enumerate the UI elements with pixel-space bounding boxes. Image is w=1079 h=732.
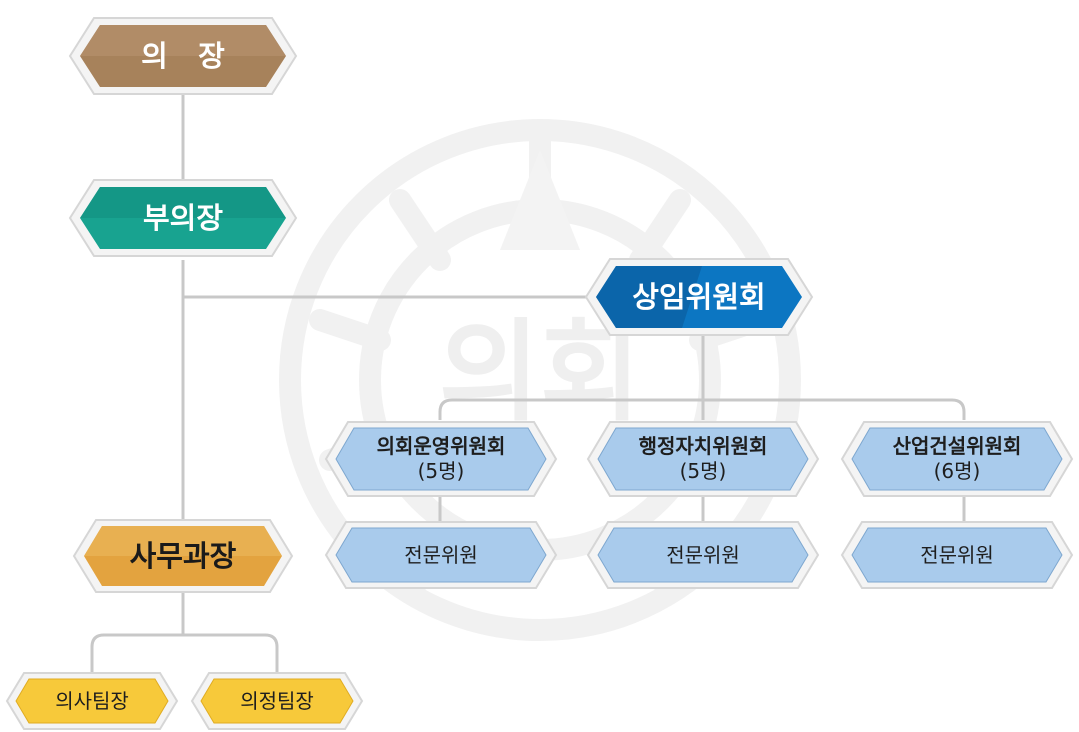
expert-label-1: 전문위원 bbox=[404, 542, 478, 567]
committee-node-2[interactable]: 행정자치위원회 (5명) bbox=[584, 418, 822, 500]
committee-count-2: (5명) bbox=[679, 459, 727, 483]
hexagon-shape bbox=[324, 421, 558, 497]
hexagon-shape bbox=[840, 521, 1074, 589]
expert-node-1[interactable]: 전문위원 bbox=[322, 518, 560, 592]
expert-node-3[interactable]: 전문위원 bbox=[838, 518, 1076, 592]
team-label-2: 의정팀장 bbox=[240, 688, 314, 713]
committee-name-1: 의회운영위원회 bbox=[376, 434, 506, 458]
team-label-1: 의사팀장 bbox=[55, 688, 129, 713]
hexagon-shape bbox=[586, 521, 820, 589]
team-node-1[interactable]: 의사팀장 bbox=[4, 670, 180, 732]
committee-node-1[interactable]: 의회운영위원회 (5명) bbox=[322, 418, 560, 500]
committee-label-3: 산업건설위원회 (6명) bbox=[893, 434, 1022, 484]
committee-count-1: (5명) bbox=[417, 459, 465, 483]
standing-committee-label: 상임위원회 bbox=[632, 279, 766, 314]
hexagon-shape bbox=[584, 258, 814, 336]
committee-label-1: 의회운영위원회 (5명) bbox=[377, 434, 506, 484]
hexagon-shape bbox=[324, 521, 558, 589]
committee-count-3: (6명) bbox=[933, 459, 981, 483]
hexagon-shape bbox=[586, 421, 820, 497]
hexagon-shape bbox=[5, 672, 179, 730]
hexagon-shape bbox=[72, 519, 294, 593]
expert-label-3: 전문위원 bbox=[920, 542, 994, 567]
team-node-2[interactable]: 의정팀장 bbox=[189, 670, 365, 732]
expert-node-2[interactable]: 전문위원 bbox=[584, 518, 822, 592]
expert-label-2: 전문위원 bbox=[666, 542, 740, 567]
committee-label-2: 행정자치위원회 (5명) bbox=[639, 434, 768, 484]
hexagon-shape bbox=[190, 672, 364, 730]
hexagon-shape bbox=[840, 421, 1074, 497]
committee-node-3[interactable]: 산업건설위원회 (6명) bbox=[838, 418, 1076, 500]
hexagon-shape bbox=[68, 179, 298, 257]
hexagon-shape bbox=[68, 17, 298, 95]
secretariat-chief-label: 사무과장 bbox=[129, 538, 237, 573]
standing-committee-node[interactable]: 상임위원회 bbox=[582, 255, 816, 339]
vice-chairman-node[interactable]: 부의장 bbox=[66, 176, 300, 260]
secretariat-chief-node[interactable]: 사무과장 bbox=[70, 516, 296, 596]
committee-name-3: 산업건설위원회 bbox=[892, 434, 1022, 458]
chairman-label: 의 장 bbox=[141, 38, 225, 73]
chairman-node[interactable]: 의 장 bbox=[66, 14, 300, 98]
committee-name-2: 행정자치위원회 bbox=[638, 434, 768, 458]
vice-chairman-label: 부의장 bbox=[142, 200, 224, 235]
